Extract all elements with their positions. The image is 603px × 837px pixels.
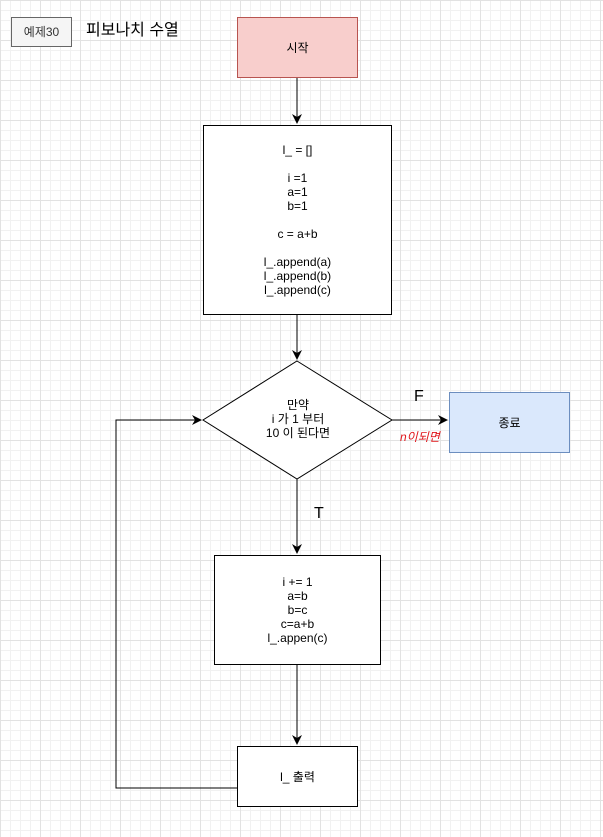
arrow-loop-back xyxy=(115,415,237,789)
diagram-title: 피보나치 수열 xyxy=(86,22,179,39)
false-edge-note: n이되면 xyxy=(400,430,440,444)
true-edge-label: T xyxy=(314,505,324,522)
init-process-node: l_ = [] i =1 a=1 b=1 c = a+b l_.append(a… xyxy=(203,125,392,315)
start-node: 시작 xyxy=(237,17,358,78)
loop-body-node: i += 1 a=b b=c c=a+b l_.appen(c) xyxy=(214,555,381,665)
example-label: 예제30 xyxy=(11,17,72,47)
decision-label: 만약 i 가 1 부터 10 이 된다면 xyxy=(265,398,331,440)
false-edge-label: F xyxy=(414,388,424,405)
end-node: 종료 xyxy=(449,392,570,453)
output-node: l_ 출력 xyxy=(237,746,358,807)
